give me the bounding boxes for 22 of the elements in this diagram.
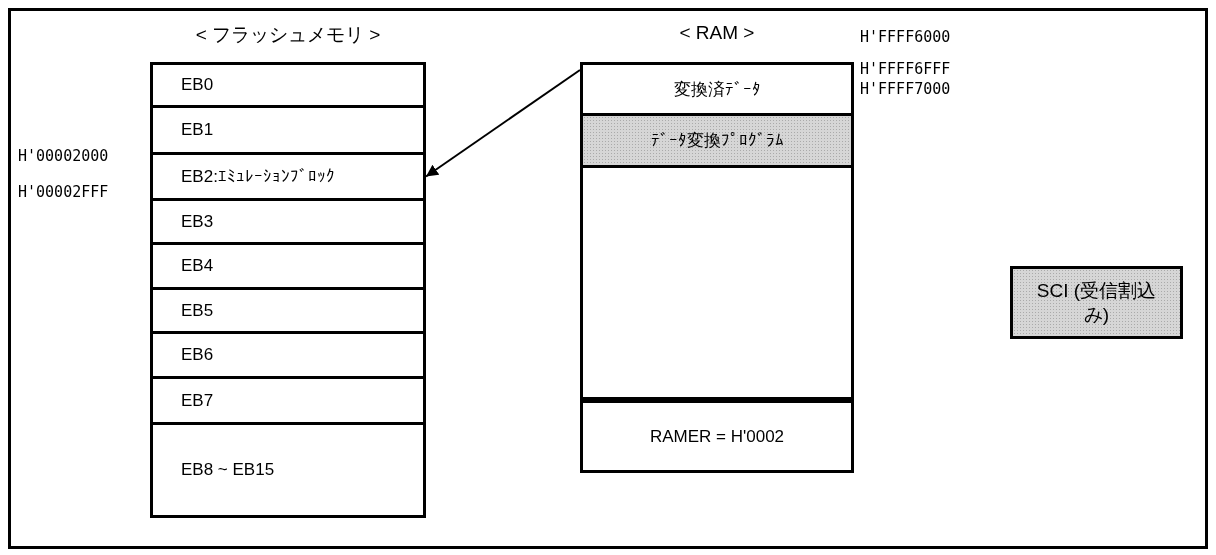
address-label: H'FFFF6000 [860,28,951,46]
memory-block: EB8 ~ EB15 [150,422,426,518]
memory-block: EB1 [150,105,426,155]
empty-memory-area [580,165,854,400]
memory-block: EB3 [150,198,426,245]
memory-block: EB2:ｴﾐｭﾚｰｼｮﾝﾌﾞﾛｯｸ [150,152,426,201]
column-heading: < フラッシュメモリ > [194,23,382,47]
column-heading: < RAM > [678,22,756,44]
address-label: H'FFFF6FFF [860,60,951,78]
address-label: H'FFFF7000 [860,80,951,98]
arrow [425,69,581,178]
memory-block: 変換済ﾃﾞｰﾀ [580,62,854,116]
peripheral-box: SCI (受信割込み) [1010,266,1183,339]
memory-block: EB6 [150,331,426,379]
register-box: RAMER = H'0002 [580,400,854,473]
memory-block: EB5 [150,287,426,334]
memory-block: ﾃﾞｰﾀ変換ﾌﾟﾛｸﾞﾗﾑ [580,113,854,168]
address-label: H'00002FFF [18,183,109,201]
address-label: H'00002000 [18,147,109,165]
memory-block: EB4 [150,242,426,290]
memory-block: EB7 [150,376,426,425]
memory-block: EB0 [150,62,426,108]
